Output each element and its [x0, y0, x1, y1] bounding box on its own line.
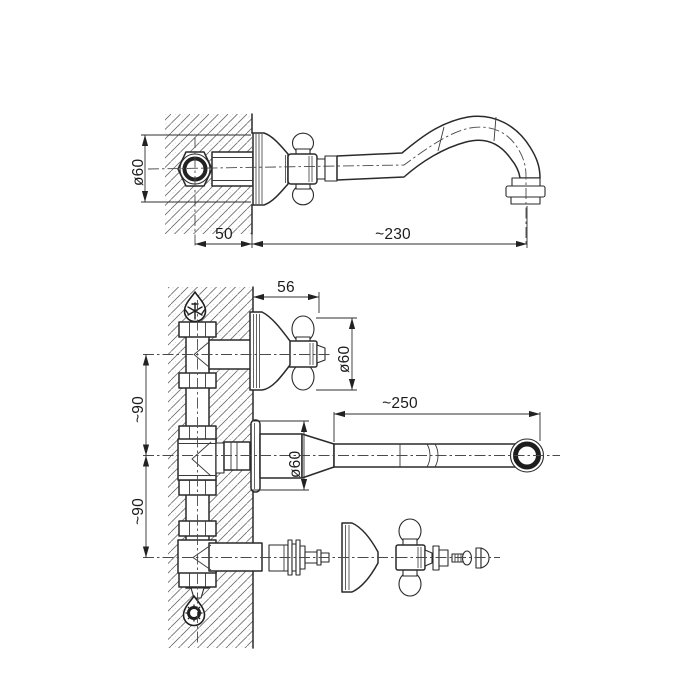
handle-hub-side	[287, 153, 318, 185]
escutcheon-side	[252, 132, 289, 206]
side-view: ø60 50 ~230	[130, 113, 546, 248]
tee-fitting	[177, 438, 217, 481]
spout-flange	[250, 419, 261, 493]
dim-label-90-top: ~90	[130, 396, 147, 423]
tee-detail	[178, 441, 216, 477]
escutcheon-ribs	[255, 134, 286, 204]
spout-adapter-2	[324, 155, 338, 182]
handle-boss-front	[316, 344, 326, 364]
spout-base-cylinder	[259, 433, 303, 479]
exploded-cap	[475, 547, 490, 569]
spout-adapter-1	[316, 158, 326, 180]
escutcheon-front-ribs	[253, 314, 260, 388]
dim-label-250: ~250	[382, 395, 418, 412]
dim-label-d60-flange: ø60	[287, 451, 304, 478]
dim-label-50: 50	[215, 226, 233, 243]
dim-label-d60-handle: ø60	[336, 346, 353, 373]
aerator-tip	[510, 196, 541, 205]
dim-250-extlines	[333, 412, 541, 442]
dim-d60-extlines	[141, 134, 251, 203]
upper-branch-chevron	[193, 341, 210, 368]
escutcheon-front	[249, 311, 291, 391]
aerator-ring	[505, 185, 546, 198]
valve-body-detail	[212, 157, 253, 181]
cold-water-symbol	[183, 291, 207, 323]
dim-d60-flange-extlines	[252, 420, 309, 491]
spout-cone	[301, 433, 335, 479]
handle-hub-ribs-front	[309, 343, 314, 365]
handle-bottom-knob-front	[291, 363, 315, 391]
lower-branch-tube	[208, 542, 263, 572]
dim-label-56: 56	[277, 279, 295, 296]
handle-hub-ribs-side	[308, 156, 313, 182]
exploded-washer	[432, 545, 449, 571]
exploded-screw	[451, 550, 473, 566]
front-view: 56 ø60 ~90 ~90 ~250 ø60	[130, 279, 560, 649]
dim-label-230: ~230	[375, 226, 411, 243]
exploded-handle	[395, 518, 433, 597]
dim-label-90-bottom: ~90	[130, 498, 147, 525]
dim-label-d60-side: ø60	[130, 159, 147, 186]
spout-centerline	[147, 126, 527, 246]
spout-union-washer	[215, 442, 225, 474]
hot-water-symbol	[182, 595, 206, 627]
spout-union-ribs	[230, 442, 238, 470]
